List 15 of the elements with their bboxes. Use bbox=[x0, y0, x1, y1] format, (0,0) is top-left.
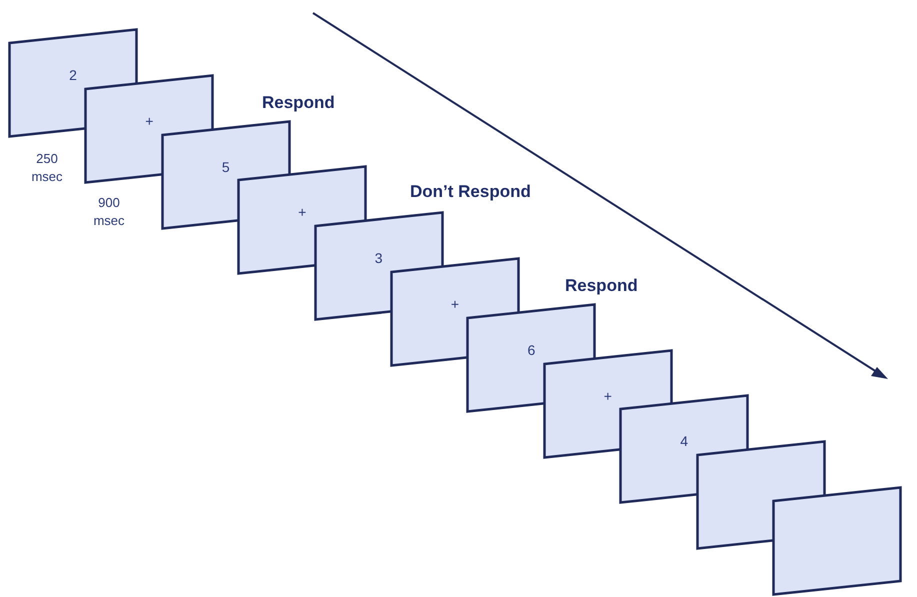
duration-label: 250 msec bbox=[30, 150, 64, 186]
stimulus-text: 5 bbox=[222, 160, 230, 174]
blank-frame bbox=[772, 486, 902, 596]
stimulus-text: 3 bbox=[374, 251, 382, 266]
stimulus-text: 4 bbox=[680, 434, 688, 448]
stimulus-text: 6 bbox=[528, 342, 536, 357]
response-label: Don’t Respond bbox=[410, 181, 531, 203]
stimulus-text: 2 bbox=[69, 68, 77, 82]
stimulus-text: + bbox=[450, 297, 460, 311]
stimulus-text: + bbox=[145, 114, 154, 128]
duration-label: 900 msec bbox=[92, 194, 126, 230]
response-label: Respond bbox=[565, 275, 638, 297]
stimulus-text: + bbox=[604, 388, 612, 403]
response-label: Respond bbox=[262, 92, 335, 114]
stimulus-text: + bbox=[298, 205, 306, 220]
